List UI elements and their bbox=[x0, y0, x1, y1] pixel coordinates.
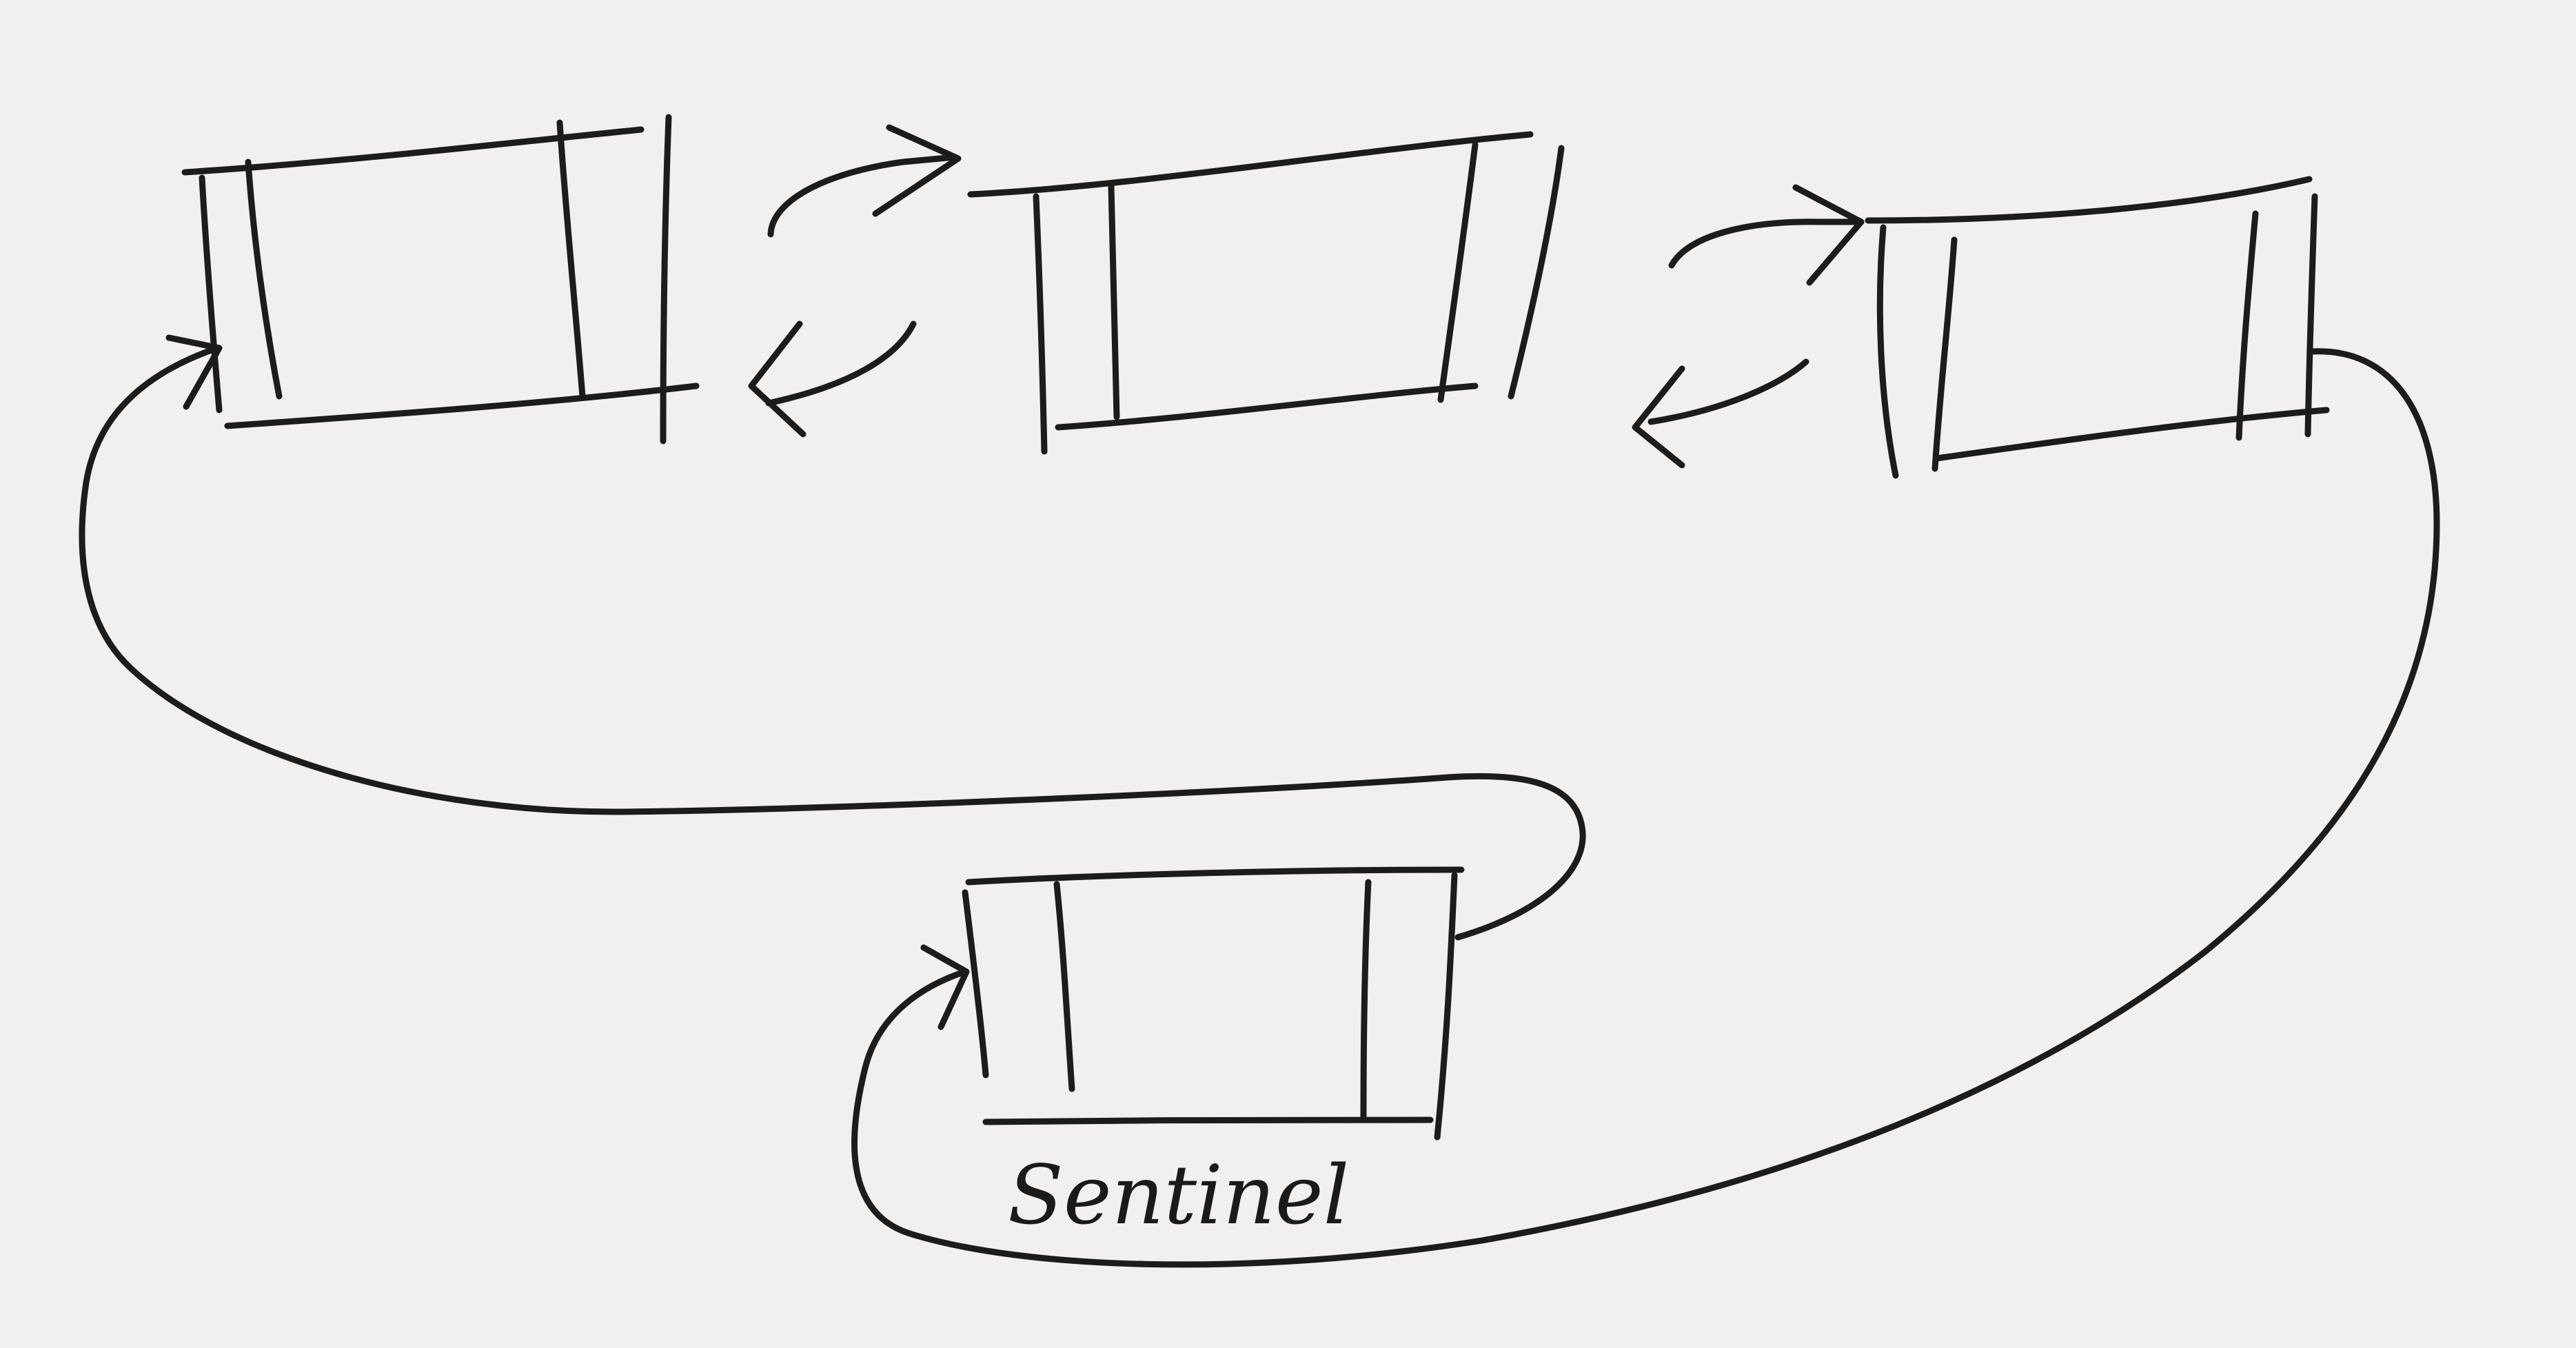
sentinel-label: Sentinel bbox=[1008, 1147, 1349, 1243]
link-node3-sentinel bbox=[851, 348, 2440, 1268]
node-2 bbox=[967, 131, 1565, 455]
link-node2-node3 bbox=[1632, 184, 1865, 469]
node-1 bbox=[181, 114, 700, 445]
link-sentinel-node1 bbox=[79, 334, 1586, 941]
sentinel-node: Sentinel bbox=[962, 866, 1465, 1243]
link-node1-node2 bbox=[748, 124, 962, 438]
node-3 bbox=[1865, 176, 2330, 479]
